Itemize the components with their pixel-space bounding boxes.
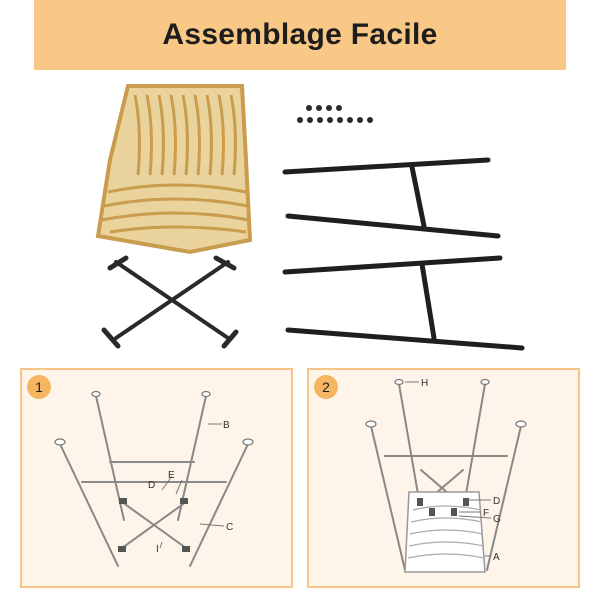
parts-illustration [95, 84, 525, 351]
title-banner: Assemblage Facile [34, 0, 566, 70]
label-g: G [493, 514, 501, 525]
step-1-badge: 1 [27, 375, 51, 399]
step-2-panel: 2 [307, 368, 580, 588]
step-2-diagram: H D F G A [365, 378, 527, 573]
label-a: A [493, 552, 500, 563]
step-2-badge: 2 [314, 375, 338, 399]
label-b: B [223, 420, 230, 431]
label-d: D [148, 480, 155, 491]
rattan-seat-image [95, 84, 253, 255]
step-1-panel: 1 [20, 368, 293, 588]
banner-title: Assemblage Facile [162, 18, 438, 51]
label-f: F [483, 508, 489, 519]
label-e: E [168, 470, 175, 481]
screws-image [297, 105, 373, 123]
x-brace-image [101, 255, 239, 349]
leg-frame-image [282, 255, 525, 351]
step-1-diagram: B D E C I [54, 390, 254, 567]
label-c: C [226, 522, 233, 533]
label-h: H [421, 378, 428, 389]
label-d: D [493, 496, 500, 507]
label-i: I [156, 544, 159, 555]
leg-frame-image [282, 157, 501, 239]
